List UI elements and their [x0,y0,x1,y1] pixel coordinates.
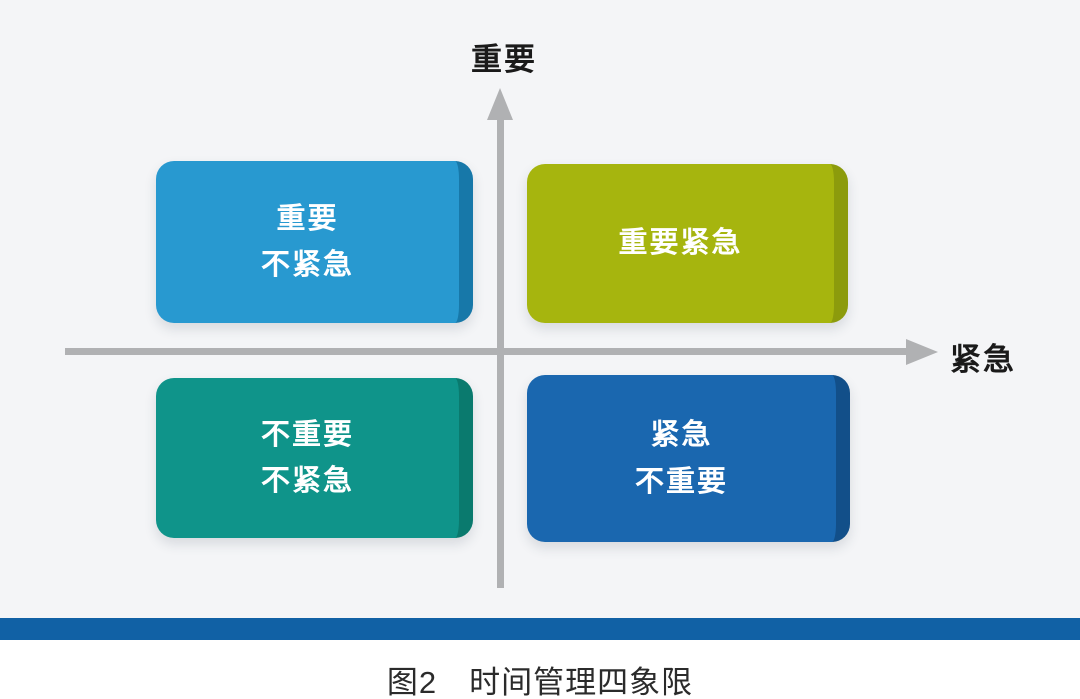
x-axis-line [65,348,910,355]
quadrant-urgent-not-important: 紧急 不重要 [527,375,850,542]
quadrant-label-line: 不重要 [260,418,354,451]
quadrant-label-line: 不重要 [634,465,728,498]
x-axis-label: 紧急 [950,342,1016,377]
quadrant-label-line: 紧急 [650,419,713,452]
y-axis-label: 重要 [471,42,537,77]
quadrant-label-line: 重要 [276,202,339,235]
quadrant-label-line: 不紧急 [260,249,354,281]
quadrant-important-urgent: 重要紧急 [527,164,848,323]
quadrant-chart: 重要 紧急 重要 不紧急 重要紧急 不重要 不紧急 紧急 不重要 [0,0,1080,618]
x-axis-arrow-icon [906,339,938,365]
quadrant-label-line: 不紧急 [260,465,354,497]
quadrant-label-line: 重要紧急 [618,227,743,260]
quadrant-important-not-urgent: 重要 不紧急 [156,161,473,323]
y-axis-arrow-icon [487,88,513,120]
quadrant-not-important-not-urgent: 不重要 不紧急 [156,378,473,538]
divider-bar [0,618,1080,640]
figure-caption: 图2 时间管理四象限 [386,665,694,699]
